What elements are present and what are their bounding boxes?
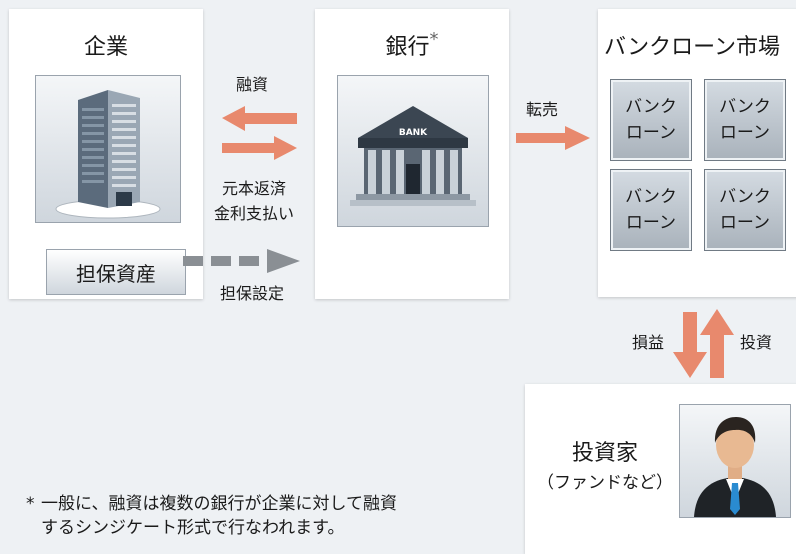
company-card: 企業 担保資産 xyxy=(9,9,203,299)
bank-loan-market-card: バンクローン市場 バンク ローン バンク ローン バンク ローン バンク ローン xyxy=(598,9,796,297)
building-image xyxy=(35,75,181,223)
bank-card: 銀行* BANK xyxy=(315,9,509,299)
office-building-icon xyxy=(55,90,161,219)
bank-sign: BANK xyxy=(399,128,428,138)
investor-title: 投資家 xyxy=(571,441,638,466)
profit-loss-arrow xyxy=(673,312,707,378)
footnote-line-2: するシンジケート形式で行なわれます。 xyxy=(41,518,345,538)
bank-building-icon: BANK xyxy=(350,106,476,206)
bank-title: 銀行* xyxy=(315,29,509,61)
investment-arrow xyxy=(700,309,734,378)
flow-arrows xyxy=(183,106,734,378)
collateral-dashed-arrow xyxy=(183,249,300,273)
repayment-label-1: 元本返済 xyxy=(222,179,287,198)
repayment-arrow xyxy=(222,136,297,160)
bank-loan-box: バンク ローン xyxy=(610,79,692,161)
bank-loan-box: バンク ローン xyxy=(704,169,786,251)
market-title: バンクローン市場 xyxy=(604,35,781,60)
resale-label: 転売 xyxy=(526,100,559,119)
company-title: 企業 xyxy=(83,35,128,60)
collateral-setting-label: 担保設定 xyxy=(220,284,285,303)
bank-title-text: 銀行 xyxy=(385,35,430,60)
investor-image xyxy=(679,404,791,518)
bank-title-mark: * xyxy=(429,29,439,50)
businessman-icon xyxy=(694,417,776,517)
footnote-line-1: 一般に、融資は複数の銀行が企業に対して融資 xyxy=(41,494,397,514)
investor-card: 投資家 （ファンドなど） xyxy=(525,384,796,554)
financing-arrow xyxy=(222,106,297,131)
profit-loss-label: 損益 xyxy=(632,333,665,352)
collateral-assets-box: 担保資産 xyxy=(46,249,186,295)
investment-label: 投資 xyxy=(740,333,773,352)
resale-arrow xyxy=(516,126,590,150)
financing-label: 融資 xyxy=(236,75,269,94)
bank-loan-box: バンク ローン xyxy=(704,79,786,161)
footnote: * 一般に、融資は複数の銀行が企業に対して融資 するシンジケート形式で行なわれま… xyxy=(26,492,397,540)
repayment-label-2: 金利支払い xyxy=(214,204,295,223)
bank-loan-box: バンク ローン xyxy=(610,169,692,251)
bank-image: BANK xyxy=(337,75,489,227)
investor-subtitle: （ファンドなど） xyxy=(537,473,673,493)
footnote-mark: * xyxy=(26,494,35,514)
